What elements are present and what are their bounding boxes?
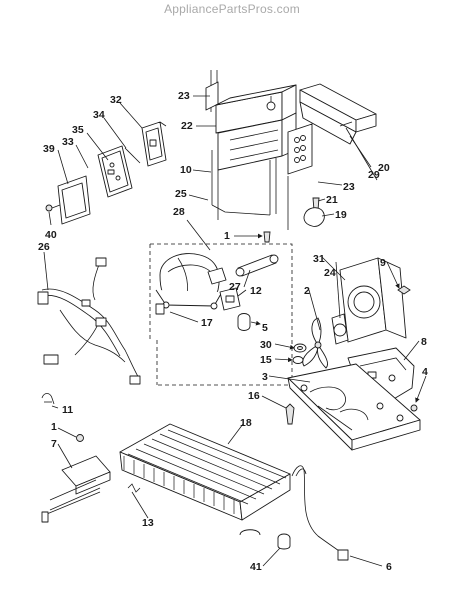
control-bracket-32 <box>141 121 167 167</box>
screw-16 <box>285 403 295 425</box>
screw-9 <box>397 285 411 295</box>
callout-1-upper: 1 <box>224 230 230 242</box>
defrost-heater <box>41 434 111 523</box>
fan-motor <box>331 313 349 345</box>
grommet-41 <box>277 533 291 550</box>
filter-drier <box>235 254 279 277</box>
callout-35: 35 <box>72 124 84 136</box>
callout-23-top: 23 <box>178 90 190 102</box>
callout-31: 31 <box>313 253 325 265</box>
callout-16: 16 <box>248 390 260 402</box>
fan-blade <box>302 317 329 369</box>
callout-41: 41 <box>250 561 262 573</box>
clip-13 <box>127 483 141 493</box>
callout-25: 25 <box>175 188 187 200</box>
compressor <box>155 253 227 315</box>
callout-27: 27 <box>229 281 241 293</box>
callout-5: 5 <box>262 322 268 334</box>
relay <box>219 287 241 311</box>
callout-2: 2 <box>304 285 310 297</box>
callout-7: 7 <box>51 438 57 450</box>
screw-4 <box>410 404 418 412</box>
callout-34: 34 <box>93 109 105 121</box>
base-pan <box>287 363 421 451</box>
callout-15: 15 <box>260 354 272 366</box>
wire-harness <box>37 257 141 385</box>
clip-11 <box>41 393 55 405</box>
callout-24: 24 <box>324 267 336 279</box>
clip-19 <box>303 207 325 227</box>
callout-22: 22 <box>181 120 193 132</box>
callout-28: 28 <box>173 206 185 218</box>
overload <box>237 313 261 331</box>
callout-40: 40 <box>45 229 57 241</box>
callout-6: 6 <box>386 561 392 573</box>
callout-1-lower: 1 <box>51 421 57 433</box>
callout-26: 26 <box>38 241 50 253</box>
callout-32: 32 <box>110 94 122 106</box>
callout-13: 13 <box>142 517 154 529</box>
condenser-coil <box>119 423 291 536</box>
callout-9: 9 <box>380 257 386 269</box>
callout-18: 18 <box>240 417 252 429</box>
callout-12: 12 <box>250 285 262 297</box>
drain-trough <box>299 83 377 145</box>
cover-plate <box>57 175 91 225</box>
grommet-30 <box>293 343 307 353</box>
callout-8: 8 <box>421 336 427 348</box>
evaporator-assembly <box>205 70 313 230</box>
callout-4: 4 <box>422 366 428 378</box>
screw-40 <box>45 204 61 212</box>
callout-17: 17 <box>201 317 213 329</box>
leader-lines <box>43 95 427 567</box>
callout-23-mid: 23 <box>343 181 355 193</box>
drain-tube <box>291 465 349 561</box>
callout-3: 3 <box>262 371 268 383</box>
callout-10: 10 <box>180 164 192 176</box>
callout-39: 39 <box>43 143 55 155</box>
callout-20: 20 <box>378 162 390 174</box>
callout-33: 33 <box>62 136 74 148</box>
callout-21: 21 <box>326 194 338 206</box>
screw-1-upper <box>263 231 271 243</box>
callout-11: 11 <box>62 404 73 416</box>
grommet-15 <box>292 356 304 364</box>
callout-labels: 23 22 32 34 35 33 39 40 10 25 1 28 29 20… <box>38 90 428 573</box>
callout-19: 19 <box>335 209 347 221</box>
callout-29: 29 <box>368 169 380 181</box>
control-board <box>97 145 141 198</box>
watermark: AppliancePartsPros.com <box>164 2 300 16</box>
callout-30: 30 <box>260 339 272 351</box>
fan-shroud <box>339 257 407 343</box>
compressor-dashed-outline <box>149 243 293 386</box>
